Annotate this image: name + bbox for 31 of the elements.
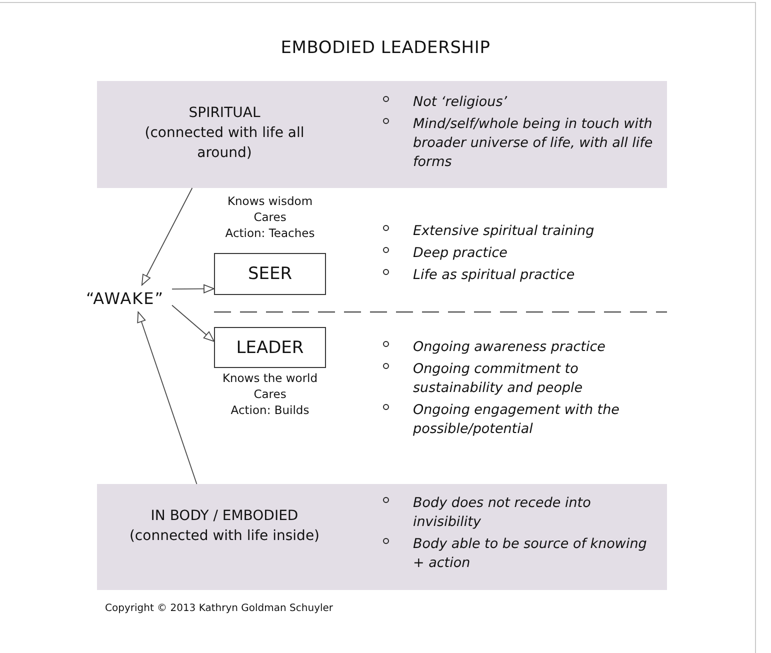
role-attribute: Knows wisdom (226, 193, 314, 209)
role-box: SEER (214, 253, 326, 295)
arrow (141, 188, 193, 286)
role-attribute: Action: Builds (230, 402, 310, 418)
category-band (97, 81, 667, 188)
bullet-text: Ongoing awareness practice (413, 338, 606, 357)
role-attribute: Knows the world (221, 370, 319, 386)
role-box: LEADER (214, 327, 326, 368)
band-heading: IN BODY / EMBODIED (150, 507, 298, 526)
bullet-text: Ongoing engagement with the possible/potential (413, 401, 620, 439)
bullet-text: Body able to be source of knowing + action (413, 535, 648, 573)
role-attribute: Cares (252, 209, 288, 225)
band-heading: SPIRITUAL (188, 104, 260, 123)
bullet-text: Not ‘religious’ (413, 93, 508, 112)
state-label: “AWAKE” (78, 285, 172, 312)
copyright-note: Copyright © 2013 Kathryn Goldman Schuyler (105, 603, 334, 614)
bullet-text: Ongoing commitment to sustainability and people (413, 360, 584, 398)
bullet-text: Mind/self/whole being in touch with broader universe of life, with all life forms (413, 115, 653, 172)
bullet-text: Body does not recede into invisibility (413, 494, 592, 532)
bullet-text: Deep practice (413, 244, 508, 263)
category-band (97, 484, 667, 590)
bullet-text: Extensive spiritual training (413, 222, 594, 241)
role-attribute: Cares (252, 386, 288, 402)
diagram-title: EMBODIED LEADERSHIP (280, 38, 492, 58)
arrow (137, 312, 198, 484)
role-attribute: Action: Teaches (224, 225, 316, 241)
arrow (172, 304, 214, 342)
band-subtitle: (connected with life inside) (128, 527, 321, 546)
bullet-text: Life as spiritual practice (413, 266, 575, 285)
arrow (172, 284, 214, 294)
band-subtitle: (connected with life all around) (144, 124, 306, 163)
